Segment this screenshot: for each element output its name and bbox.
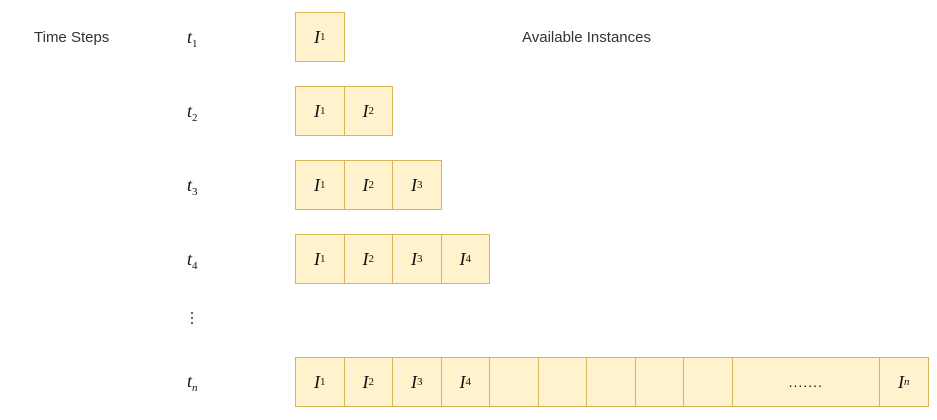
empty-instance-cell	[634, 357, 684, 407]
empty-instance-cell	[489, 357, 539, 407]
empty-instance-cell	[537, 357, 587, 407]
empty-instance-cell	[683, 357, 733, 407]
available-instances-label: Available Instances	[522, 29, 651, 46]
ellipsis-cell: .......	[731, 357, 880, 407]
time-step-label: tn	[187, 371, 198, 394]
time-steps-label: Time Steps	[34, 29, 110, 46]
empty-instance-cell	[586, 357, 636, 407]
time-step-label: t1	[187, 27, 198, 50]
vertical-ellipsis	[189, 312, 195, 328]
time-step-label: t3	[187, 175, 198, 198]
time-step-label: t4	[187, 249, 198, 272]
time-step-label: t2	[187, 101, 198, 124]
